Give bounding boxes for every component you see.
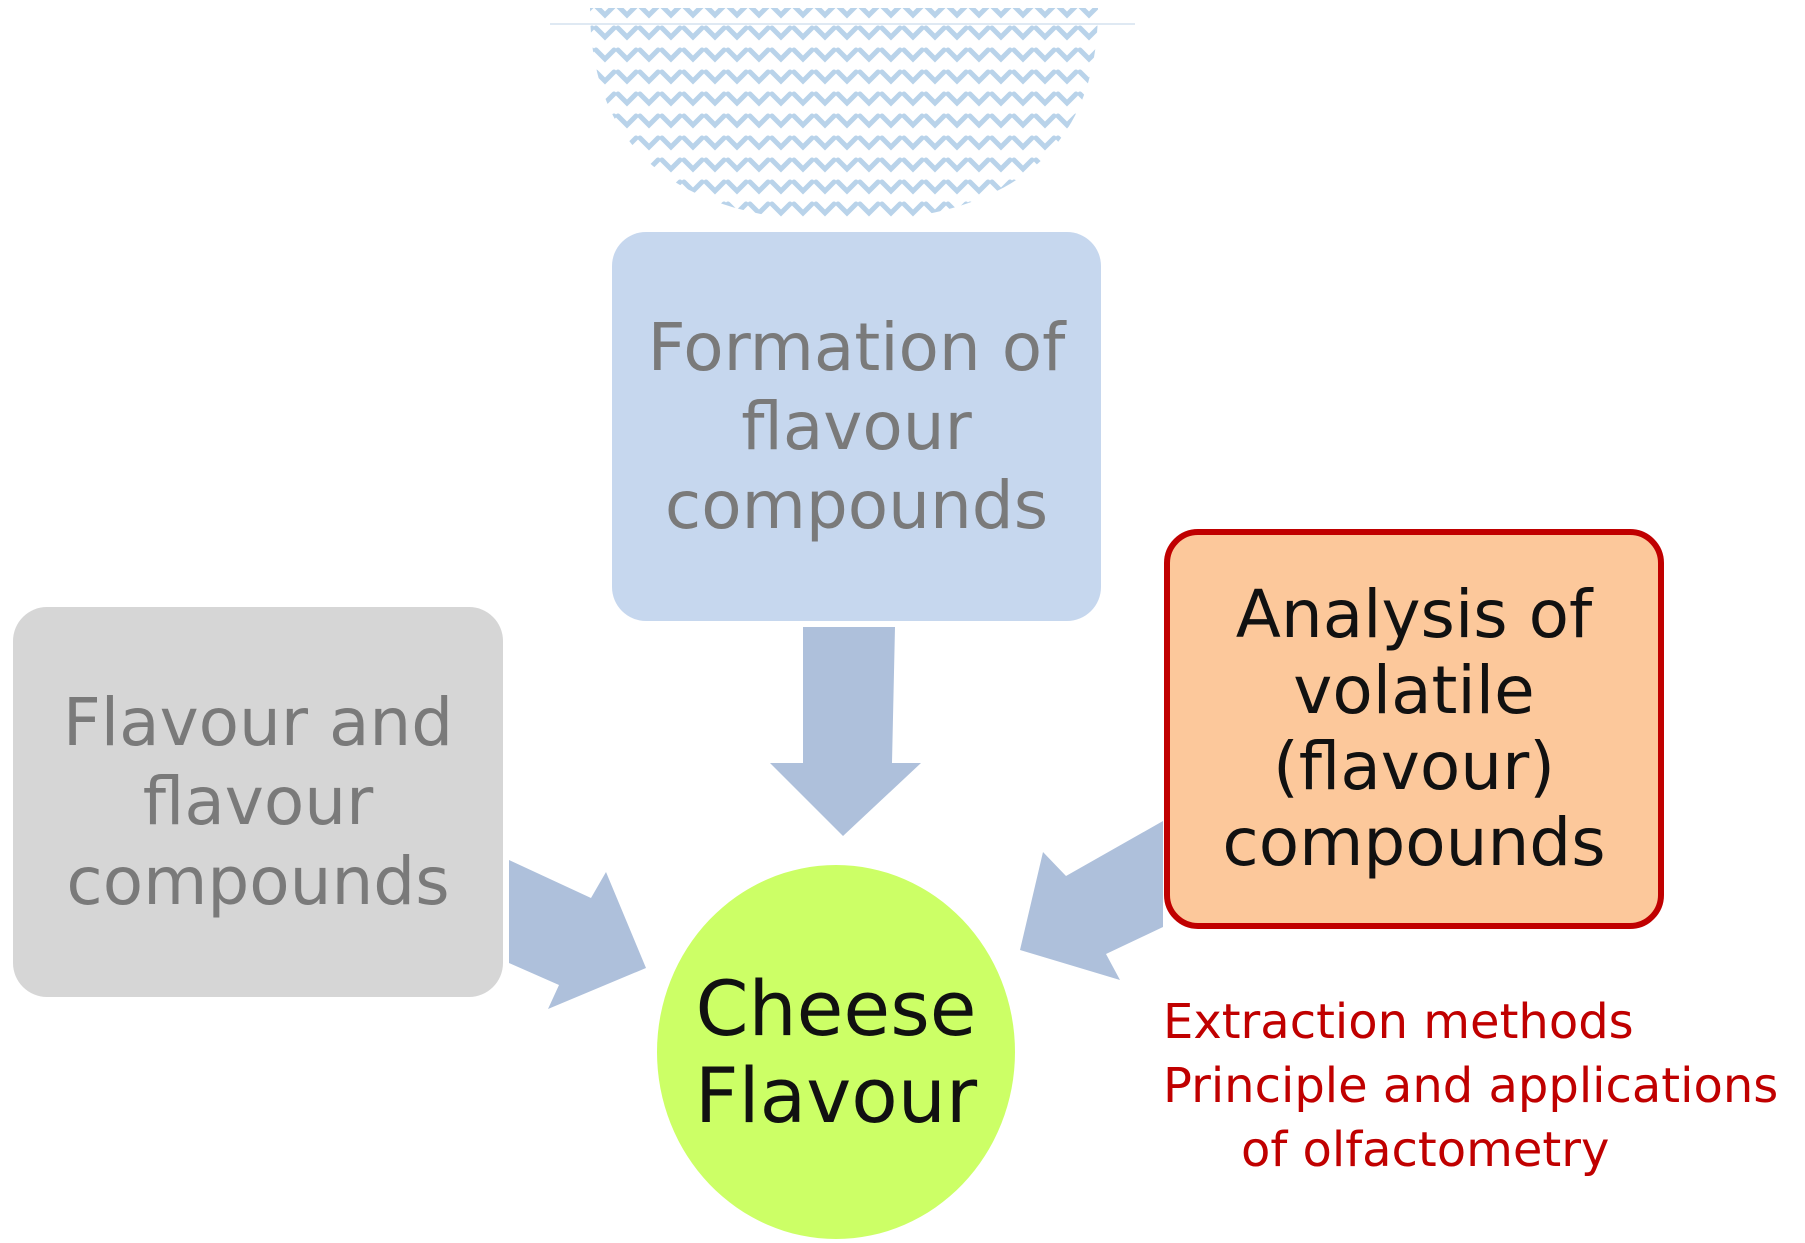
cheese-flavour-node: Cheese Flavour (657, 865, 1015, 1239)
analysis-line-1: Analysis of (1235, 576, 1593, 654)
arrow-from-formation (770, 627, 921, 836)
formation-node: Formation of flavour compounds (612, 232, 1101, 621)
formation-line-2: flavour (741, 387, 972, 465)
cheese-line-1: Cheese (695, 963, 977, 1053)
notes-line-1: Extraction methods (1163, 994, 1634, 1050)
analysis-notes: Extraction methods Principle and applica… (1163, 990, 1803, 1182)
arrow-from-analysis (1020, 821, 1163, 980)
analysis-node: Analysis of volatile (flavour) compounds (1164, 529, 1664, 929)
notes-line-2: Principle and applications (1163, 1058, 1779, 1114)
decorative-pattern (550, 8, 1135, 222)
formation-line-1: Formation of (647, 308, 1066, 386)
formation-line-3: compounds (664, 467, 1049, 545)
analysis-line-2: volatile (1293, 652, 1535, 730)
flavour-line-3: compounds (66, 842, 450, 920)
analysis-line-3: (flavour) (1273, 728, 1555, 805)
flavour-line-1: Flavour and (62, 684, 454, 762)
flavour-line-2: flavour (142, 763, 374, 841)
flavour-compounds-node: Flavour and flavour compounds (13, 607, 503, 997)
notes-line-3: of olfactometry (1241, 1122, 1610, 1178)
cheese-line-2: Flavour (694, 1051, 978, 1140)
analysis-line-4: compounds (1222, 803, 1606, 881)
arrow-from-flavour (509, 860, 646, 1009)
